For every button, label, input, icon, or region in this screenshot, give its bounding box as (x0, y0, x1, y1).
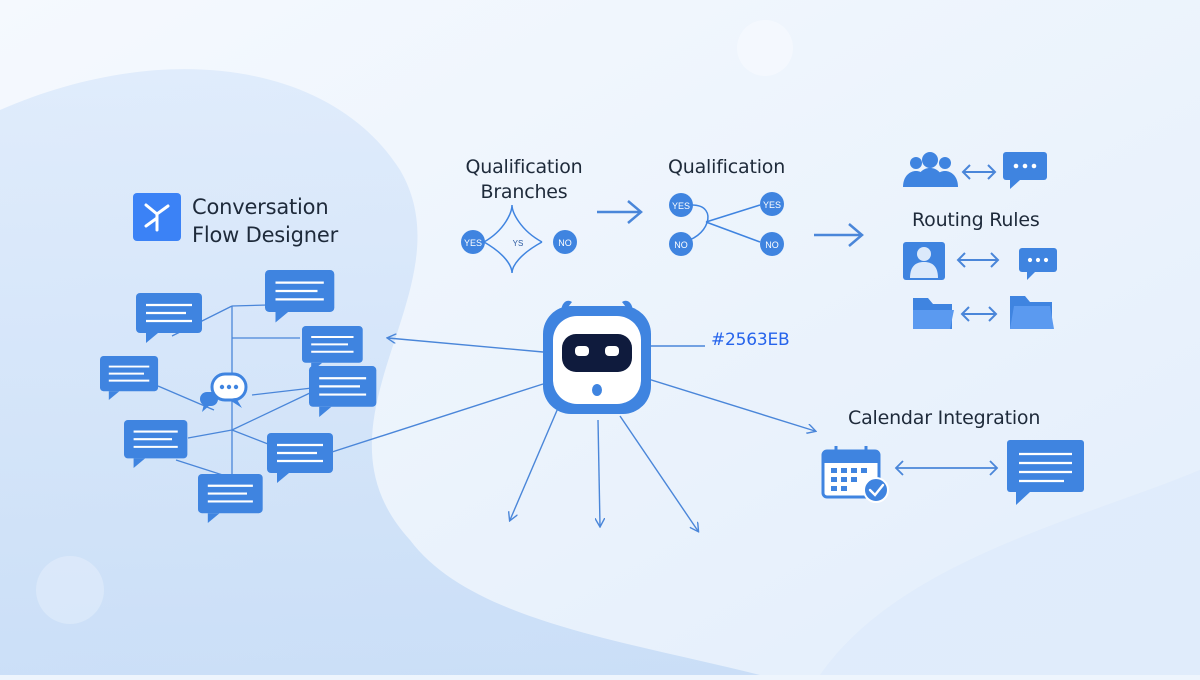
conversation-cluster (99, 268, 378, 525)
folder-icon (1010, 296, 1054, 329)
cluster-connectors (157, 304, 313, 479)
color-code-label: #2563EB (711, 330, 790, 350)
title-line-2: Flow Designer (192, 223, 339, 247)
no-node (553, 230, 577, 254)
chat-center-icon (200, 372, 248, 412)
routing-rules-icons (903, 152, 1057, 329)
yes-node-label: YES (464, 238, 482, 248)
qualification-branches-diagram: YES YS NO (461, 204, 577, 274)
background-circle-bottom (36, 556, 104, 624)
chat-dots-icon (1019, 248, 1057, 280)
background-blob (0, 69, 760, 675)
double-arrow-icon (894, 460, 999, 476)
title-line-1: Conversation (192, 195, 329, 219)
background-blob-right (820, 470, 1200, 675)
qualification-branches-title: Qualification Branches (462, 155, 586, 205)
qb-title-line-1: Qualification (465, 156, 583, 178)
logo-icon (133, 193, 181, 241)
double-arrow-icon (956, 252, 1000, 268)
user-card-icon (903, 242, 945, 280)
ys-label: YS (513, 239, 524, 248)
qual-yes-label-right: YES (763, 200, 781, 210)
qual-yes-label: YES (672, 201, 690, 211)
qb-title-line-2: Branches (480, 181, 568, 203)
qualification-diagram: YES NO YES NO (669, 192, 784, 256)
arrow-right-icon (597, 200, 643, 224)
arrow-right-icon (814, 223, 864, 247)
bot-icon (543, 300, 651, 414)
double-arrow-icon (961, 164, 997, 180)
qual-no-label: NO (674, 240, 688, 250)
calendar-integration-title: Calendar Integration (848, 407, 1041, 429)
routing-rules-title: Routing Rules (912, 209, 1040, 231)
yes-node (461, 230, 485, 254)
chat-dots-icon (1003, 152, 1047, 189)
qual-no-label-right: NO (765, 240, 779, 250)
page-title: Conversation Flow Designer (192, 193, 338, 249)
background-circle (737, 20, 793, 76)
double-arrow-icon (960, 306, 998, 322)
calendar-icon (821, 446, 889, 503)
users-group-icon (903, 152, 958, 187)
no-node-label: NO (558, 238, 572, 248)
folder-icon (913, 298, 954, 329)
qualification-title: Qualification (668, 156, 786, 178)
bot-connectors (331, 338, 815, 531)
message-icon (1007, 440, 1084, 505)
